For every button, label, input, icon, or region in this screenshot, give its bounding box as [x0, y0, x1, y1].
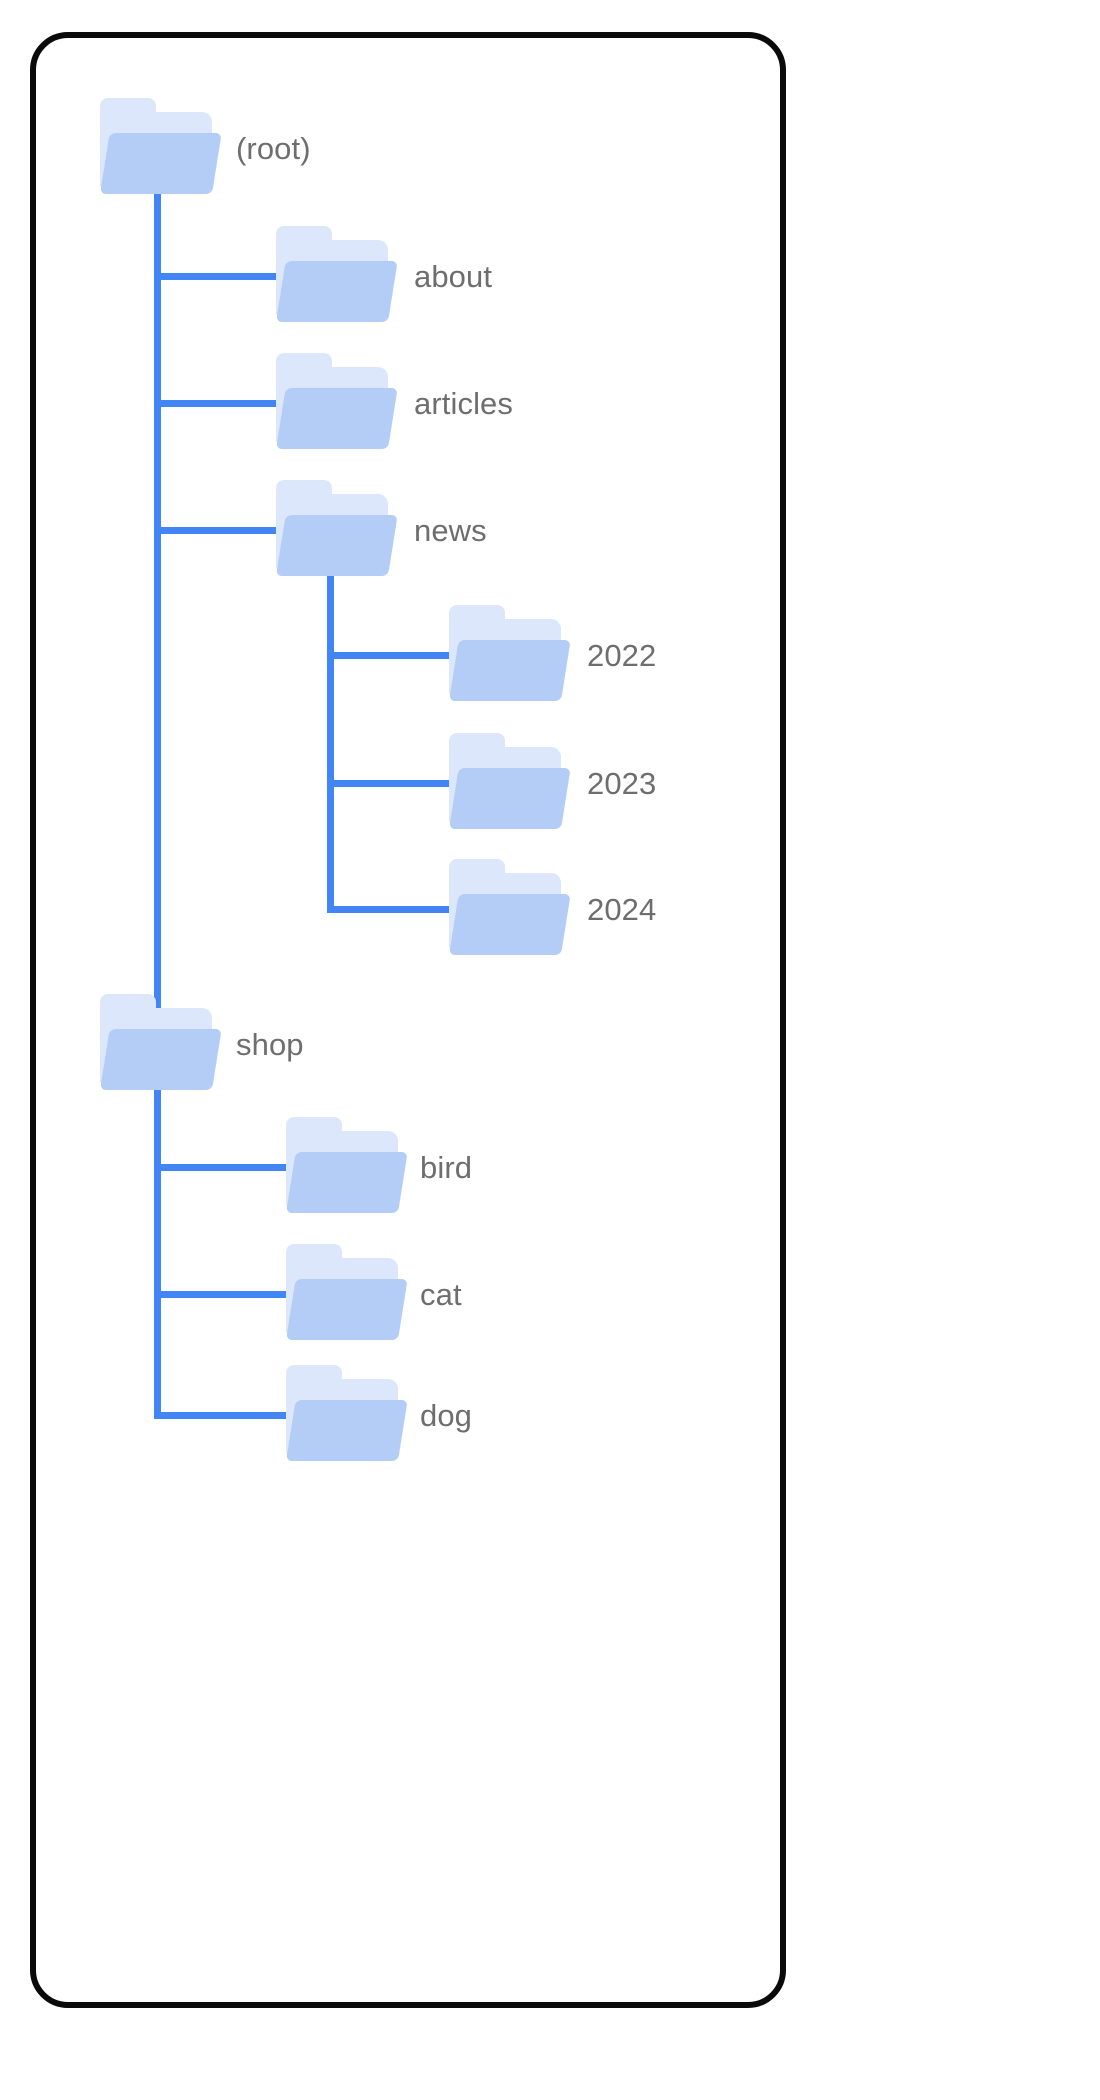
folder-front-icon [276, 388, 398, 449]
edge-news-2022 [327, 652, 451, 659]
folder-front-icon [286, 1279, 408, 1340]
node-label-bird: bird [420, 1150, 473, 1185]
folder-front-icon [286, 1400, 408, 1461]
edge-news-2023 [327, 780, 451, 787]
node-label-about: about [414, 259, 493, 294]
edge-shop-trunk [154, 1072, 161, 1419]
folder-front-icon [100, 133, 222, 194]
folder-front-icon [286, 1152, 408, 1213]
folder-front-icon [276, 261, 398, 322]
edge-root-trunk [154, 176, 161, 1010]
edge-news-2024 [327, 906, 451, 913]
node-label-2022: 2022 [587, 638, 657, 673]
edge-shop-cat [154, 1291, 288, 1298]
node-label-root: (root) [236, 131, 311, 166]
folder-front-icon [449, 894, 571, 955]
node-label-dog: dog [420, 1398, 473, 1433]
edge-news-trunk [327, 558, 334, 913]
edge-root-articles [154, 400, 278, 407]
folder-front-icon [449, 768, 571, 829]
node-label-2023: 2023 [587, 766, 657, 801]
edge-root-news [154, 527, 278, 534]
edge-root-about [154, 273, 278, 280]
node-label-shop: shop [236, 1027, 304, 1062]
node-label-2024: 2024 [587, 892, 657, 927]
folder-front-icon [100, 1029, 222, 1090]
folder-front-icon [449, 640, 571, 701]
node-label-news: news [414, 513, 487, 548]
folder-front-icon [276, 515, 398, 576]
edge-shop-bird [154, 1164, 288, 1171]
edge-shop-dog [154, 1412, 288, 1419]
node-label-cat: cat [420, 1277, 462, 1312]
node-label-articles: articles [414, 386, 513, 421]
